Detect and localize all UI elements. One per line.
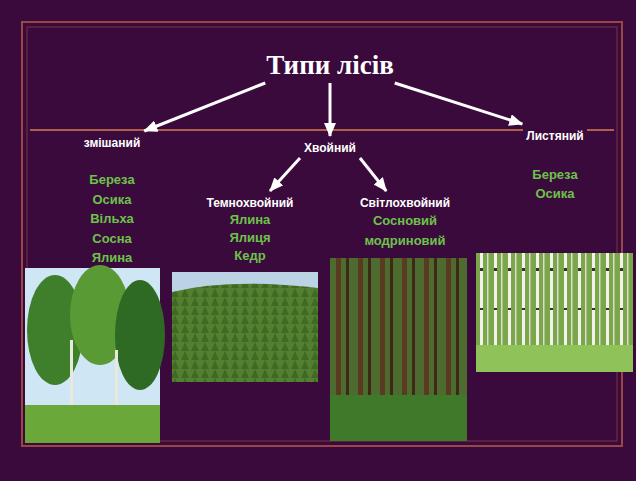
- inner-frame: [27, 27, 617, 441]
- type-node: Хвойний: [296, 137, 364, 157]
- grass: [25, 405, 160, 443]
- type-label: змішаний: [81, 135, 144, 151]
- forest-ground: [476, 253, 633, 372]
- dark-conifer-photo: [172, 272, 318, 382]
- mixed-forest-photo: [25, 265, 165, 443]
- species-item: Ялина: [81, 248, 144, 268]
- species-item: Кедр: [203, 247, 296, 265]
- species-item: Вільха: [81, 209, 144, 229]
- type-node: змішанийБерезаОсикаВільхаСоснаЯлина: [76, 132, 149, 269]
- species-item: Береза: [523, 165, 586, 184]
- tree-crown: [115, 280, 165, 390]
- species-item: Ялина: [203, 211, 296, 229]
- species-item: Сосна: [81, 229, 144, 249]
- subtype-node: СвітлохвойнийСосновиймодриновий: [352, 192, 458, 252]
- species-item: Береза: [81, 170, 144, 190]
- type-label: Хвойний: [301, 140, 359, 156]
- arrow-connector: [395, 83, 523, 124]
- pine-forest-photo: [330, 258, 467, 441]
- arrow-connector: [144, 83, 265, 131]
- fir-hills: [172, 284, 318, 382]
- type-label: Світлохвойний: [357, 195, 453, 211]
- species-item: Осика: [81, 190, 144, 210]
- title-node: Типи лісів: [261, 48, 398, 82]
- birch-forest-photo: [476, 253, 633, 372]
- arrow-connector: [328, 83, 331, 136]
- type-label: Листяний: [523, 128, 586, 144]
- arrow-connector: [270, 158, 300, 191]
- subtype-node: ТемнохвойнийЯлинаЯлицяКедр: [198, 192, 301, 266]
- species-item: Осика: [523, 184, 586, 203]
- species-item: модриновий: [357, 231, 453, 251]
- species-item: Сосновий: [357, 211, 453, 231]
- type-label: Темнохвойний: [203, 195, 296, 211]
- forest-ground: [330, 258, 467, 441]
- type-node: ЛистянийБерезаОсика: [518, 125, 591, 204]
- outer-frame: [22, 22, 622, 446]
- pine-trunks: [330, 258, 467, 441]
- undergrowth: [330, 395, 467, 441]
- birch-trunks: [476, 253, 633, 353]
- sky: [172, 272, 318, 382]
- diagram-title: Типи лісів: [266, 49, 393, 81]
- arrow-connector: [360, 158, 386, 191]
- grass: [476, 345, 633, 372]
- species-item: Ялиця: [203, 229, 296, 247]
